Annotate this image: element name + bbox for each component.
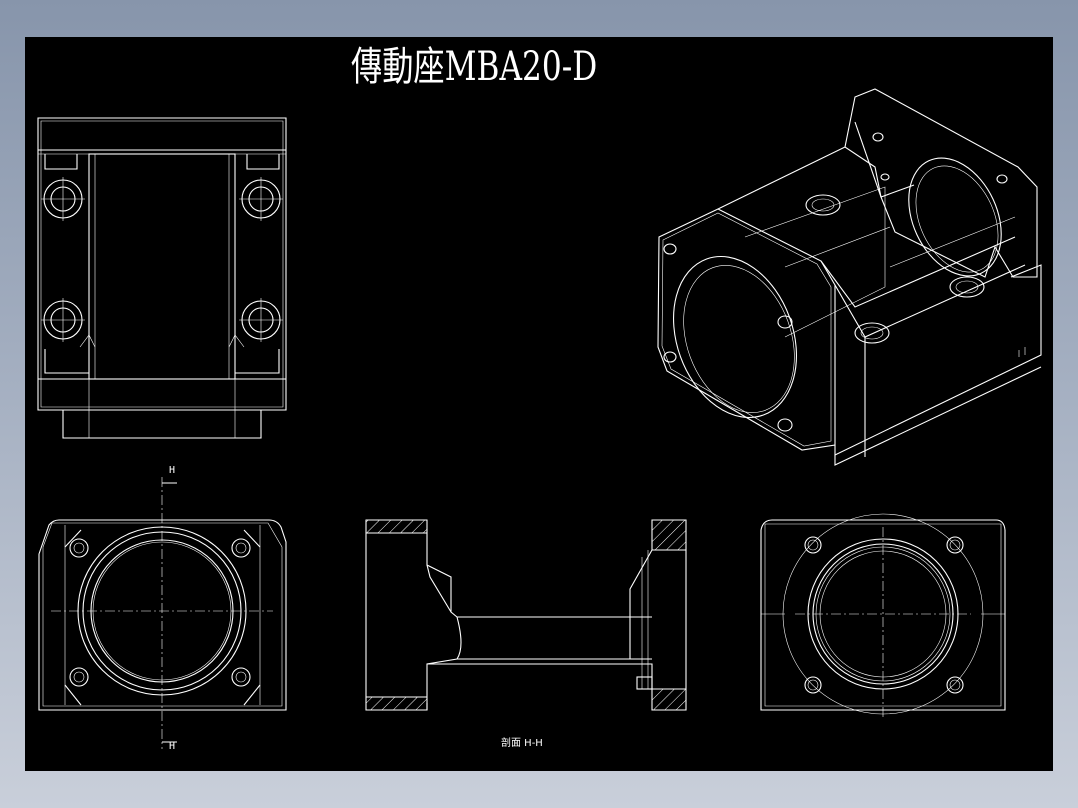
bolt-hole-icon: [804, 676, 822, 694]
bolt-hole-icon: [946, 676, 964, 694]
bolt-hole-icon: [69, 538, 89, 558]
bolt-hole-br-icon: [239, 298, 283, 342]
bolt-hole-tr-icon: [239, 177, 283, 221]
bolt-hole-icon: [231, 538, 251, 558]
bolt-hole-icon: [231, 667, 251, 687]
side-view: [760, 513, 1006, 719]
front-view: [38, 477, 287, 749]
bolt-hole-icon: [804, 536, 822, 554]
section-view: [365, 519, 687, 711]
cad-drawing-sheet: 傳動座MBA20-D: [25, 37, 1053, 771]
isometric-view: [657, 88, 1042, 466]
section-label: 剖面 H-H: [501, 738, 543, 749]
section-mark-bottom: H: [169, 741, 176, 752]
drawing-views: [37, 88, 1042, 749]
section-mark-top: H: [169, 465, 176, 476]
bolt-hole-icon: [946, 536, 964, 554]
bolt-hole-bl-icon: [41, 298, 85, 342]
bolt-hole-tl-icon: [41, 177, 85, 221]
top-view: [37, 117, 287, 439]
bolt-hole-icon: [69, 667, 89, 687]
drawing-title: 傳動座MBA20-D: [351, 44, 598, 90]
